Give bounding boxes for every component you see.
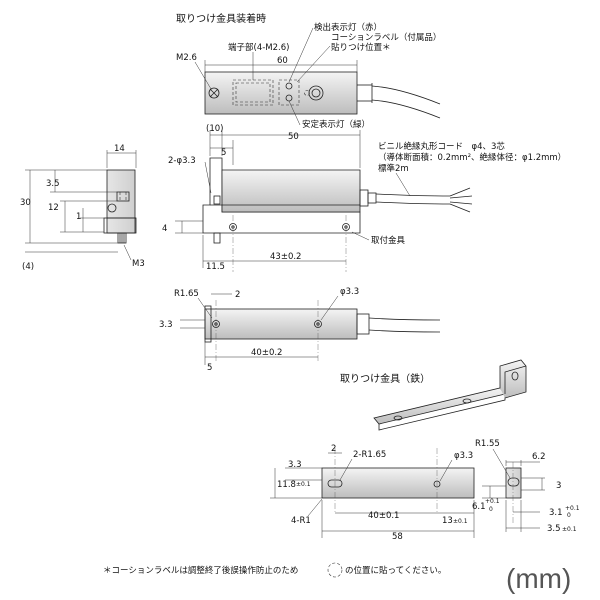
svg-text:3: 3 <box>556 481 561 491</box>
svg-text:＊コーションラベルは調整終了後誤操作防止のため: ＊コーションラベルは調整終了後誤操作防止のため <box>103 565 298 576</box>
svg-text:3.3: 3.3 <box>159 320 173 330</box>
svg-text:(10): (10) <box>206 124 223 134</box>
svg-text:(4): (4) <box>22 262 34 272</box>
svg-text:ビニル絶縁丸形コード φ4、3芯: ビニル絶縁丸形コード φ4、3芯 <box>378 141 505 152</box>
svg-text:60: 60 <box>277 56 288 66</box>
svg-text:端子部(4-M2.6): 端子部(4-M2.6) <box>228 42 289 53</box>
svg-text:取りつけ金具（鉄）: 取りつけ金具（鉄） <box>340 372 430 385</box>
svg-text:14: 14 <box>114 144 125 154</box>
svg-text:の位置に貼ってください。: の位置に貼ってください。 <box>345 565 446 576</box>
svg-text:検出表示灯（赤）: 検出表示灯（赤） <box>314 22 382 33</box>
svg-text:6.2: 6.2 <box>532 452 546 462</box>
bracket-isometric: 取りつけ金具（鉄） <box>340 359 527 431</box>
detect-lamp <box>285 82 293 90</box>
svg-text:3.5: 3.5 <box>547 524 561 534</box>
svg-text:（導体断面積：0.2mm²、絶縁体径：φ1.2mm）: （導体断面積：0.2mm²、絶縁体径：φ1.2mm） <box>378 152 566 163</box>
svg-text:40±0.1: 40±0.1 <box>368 511 399 521</box>
caution-label-position <box>278 79 300 106</box>
svg-text:13: 13 <box>442 516 453 526</box>
footnote: ＊コーションラベルは調整終了後誤操作防止のため の位置に貼ってください。 (mm… <box>103 562 571 594</box>
svg-text:12: 12 <box>48 203 59 213</box>
svg-text:R1.65: R1.65 <box>174 289 199 299</box>
top-view: 取りつけ金具装着時 60 M2.6 端子部(4-M2.6) 検出表示灯（赤） <box>176 12 441 130</box>
svg-text:安定表示灯（緑）: 安定表示灯（緑） <box>302 119 370 130</box>
svg-text:4-R1: 4-R1 <box>291 516 311 526</box>
svg-text:11.5: 11.5 <box>206 262 225 272</box>
svg-text:5: 5 <box>207 363 212 373</box>
svg-text:11.8: 11.8 <box>277 480 296 490</box>
svg-text:3.3: 3.3 <box>288 460 302 470</box>
unit-label: (mm) <box>506 563 571 594</box>
side-view: 14 30 3.5 12 1 (4) M3 <box>20 144 145 272</box>
svg-text:6.1: 6.1 <box>472 502 486 512</box>
screw-icon <box>208 87 220 99</box>
svg-text:標準2m: 標準2m <box>378 163 409 174</box>
svg-text:コーションラベル（付属品）: コーションラベル（付属品） <box>331 32 441 43</box>
svg-text:58: 58 <box>392 532 403 542</box>
svg-text:0: 0 <box>567 512 571 519</box>
svg-text:40±0.2: 40±0.2 <box>251 348 282 358</box>
svg-text:5: 5 <box>221 148 226 158</box>
svg-text:M2.6: M2.6 <box>176 53 197 63</box>
svg-text:30: 30 <box>20 198 31 208</box>
svg-text:M3: M3 <box>132 259 145 269</box>
svg-text:2-φ3.3: 2-φ3.3 <box>168 156 196 166</box>
svg-text:φ3.3: φ3.3 <box>340 287 359 297</box>
svg-text:±0.1: ±0.1 <box>562 526 577 533</box>
heading-mounted: 取りつけ金具装着時 <box>176 12 266 25</box>
svg-text:2-R1.65: 2-R1.65 <box>353 450 386 460</box>
svg-text:4: 4 <box>162 224 167 234</box>
svg-text:3.1: 3.1 <box>549 508 563 518</box>
svg-text:貼りつけ位置＊: 貼りつけ位置＊ <box>331 42 391 53</box>
svg-text:±0.1: ±0.1 <box>296 481 311 488</box>
svg-text:43±0.2: 43±0.2 <box>270 252 301 262</box>
svg-text:2: 2 <box>331 444 336 454</box>
svg-text:φ3.3: φ3.3 <box>454 451 473 461</box>
dashed-circle-icon <box>327 562 343 578</box>
svg-text:3.5: 3.5 <box>46 179 60 189</box>
svg-text:50: 50 <box>288 132 299 142</box>
svg-text:0: 0 <box>489 506 493 513</box>
bracket-plan-view: 2 2-R1.65 φ3.3 3.3 11.8 ±0.1 4-R1 40±0.1… <box>270 439 580 542</box>
svg-text:+0.1: +0.1 <box>485 498 500 505</box>
svg-text:2: 2 <box>235 290 240 300</box>
svg-text:±0.1: ±0.1 <box>453 518 468 525</box>
front-view: (10) 50 5 2-φ3.3 4 11.5 43±0.2 ビニル絶縁丸形コー… <box>162 124 566 272</box>
svg-text:取付金具: 取付金具 <box>371 235 406 246</box>
svg-text:R1.55: R1.55 <box>475 439 500 449</box>
svg-text:1: 1 <box>76 212 81 222</box>
svg-text:+0.1: +0.1 <box>565 505 580 512</box>
bottom-view: R1.65 2 φ3.3 3.3 5 40±0.2 <box>159 287 441 373</box>
